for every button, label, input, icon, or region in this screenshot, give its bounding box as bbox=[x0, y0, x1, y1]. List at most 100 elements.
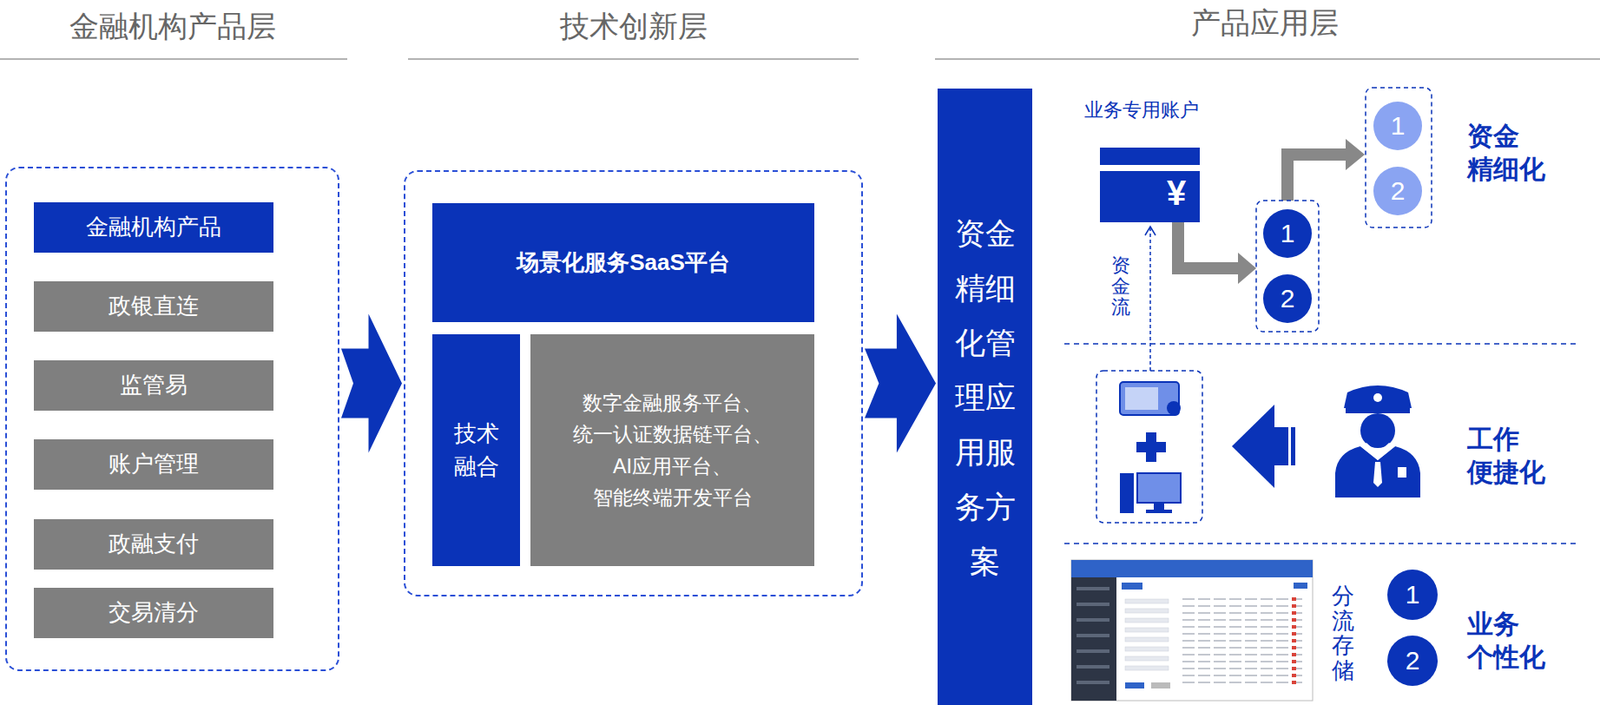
screenshot-field bbox=[1125, 637, 1169, 642]
screenshot-field bbox=[1125, 665, 1169, 671]
callout-number: 2 bbox=[1373, 166, 1423, 216]
screenshot-cell bbox=[1291, 604, 1297, 608]
benefit-label: 工作 便捷化 bbox=[1467, 422, 1572, 488]
screenshot-field bbox=[1125, 599, 1169, 604]
flow-label: 资金流 bbox=[1111, 255, 1131, 319]
platform-box: 场景化服务SaaS平台 bbox=[432, 203, 815, 323]
screenshot-row bbox=[1182, 639, 1303, 642]
arrow-head bbox=[1345, 138, 1365, 171]
row-separator bbox=[1064, 342, 1576, 345]
layer-heading: 技术创新层 bbox=[405, 6, 862, 47]
screenshot-cell bbox=[1291, 618, 1297, 622]
callout-number: 2 bbox=[1387, 635, 1438, 686]
screenshot-row bbox=[1076, 618, 1110, 622]
screenshot-row bbox=[1182, 605, 1303, 607]
screenshot-row bbox=[1076, 586, 1110, 591]
plus-symbol bbox=[1136, 441, 1166, 453]
screenshot-bar bbox=[1071, 559, 1313, 578]
police-icon bbox=[1360, 413, 1396, 448]
screenshot-row bbox=[1182, 674, 1303, 677]
node-text: 金融机构产品 bbox=[85, 213, 222, 241]
id-card-icon bbox=[1125, 387, 1159, 410]
computer-icon bbox=[1153, 502, 1165, 510]
group-outline bbox=[1096, 370, 1203, 523]
column-heading: 产品应用层 bbox=[1128, 3, 1402, 44]
police-icon bbox=[1373, 461, 1383, 488]
screenshot-row bbox=[1182, 625, 1303, 628]
screenshot bbox=[1071, 559, 1313, 701]
group-outline bbox=[1256, 200, 1319, 332]
layer-heading: 金融机构产品层 bbox=[6, 6, 338, 47]
node-text: 1 bbox=[1280, 217, 1296, 250]
screenshot-cell bbox=[1291, 659, 1297, 664]
police-icon bbox=[1345, 408, 1410, 414]
computer-icon bbox=[1137, 473, 1181, 503]
screenshot-row bbox=[1076, 649, 1110, 653]
screenshot-cell bbox=[1291, 597, 1297, 601]
header-rule bbox=[0, 58, 348, 60]
screenshot-cell bbox=[1291, 611, 1297, 615]
flow-chevron bbox=[864, 314, 936, 454]
node-text: 数字金融服务平台、 统一认证数据链平台、 AI应用平台、 智能终端开发平台 bbox=[530, 387, 815, 514]
header-rule bbox=[934, 58, 1600, 60]
big-arrow bbox=[1290, 427, 1296, 466]
police-icon bbox=[1397, 467, 1407, 478]
benefit-label: 业务 个性化 bbox=[1467, 607, 1572, 673]
layer-panel: 技术创新层场景化服务SaaS平台技术 融合数字金融服务平台、 统一认证数据链平台… bbox=[403, 170, 863, 597]
benefit-label: 资金 精细化 bbox=[1467, 119, 1572, 185]
screenshot-field bbox=[1125, 646, 1169, 652]
solution-band: 资金精细化管理应用服务方案 bbox=[937, 88, 1033, 705]
node-text: 场景化服务SaaS平台 bbox=[516, 249, 731, 277]
callout-number: 1 bbox=[1387, 569, 1438, 620]
screenshot-cell bbox=[1291, 680, 1297, 685]
flow-arrow bbox=[1287, 154, 1348, 201]
account-label: 业务专用账户 bbox=[1084, 97, 1199, 124]
screenshot-cell bbox=[1291, 666, 1297, 671]
big-arrow bbox=[1274, 427, 1289, 466]
screenshot-button bbox=[1121, 582, 1143, 590]
screenshot-cell bbox=[1291, 638, 1297, 643]
currency-sign: ¥ bbox=[1154, 173, 1199, 213]
node-text: 政融支付 bbox=[108, 530, 199, 558]
node-text: 资金精细化管理应用服务方案 bbox=[954, 205, 1016, 589]
screenshot-button bbox=[1293, 582, 1308, 589]
product-box: 交易清分 bbox=[33, 587, 274, 639]
screenshot-row bbox=[1182, 612, 1303, 614]
product-box: 账户管理 bbox=[33, 439, 274, 490]
screenshot-cell bbox=[1291, 652, 1297, 657]
screenshot-row bbox=[1182, 618, 1303, 621]
product-box: 政融支付 bbox=[33, 519, 274, 570]
screenshot-row bbox=[1076, 680, 1110, 685]
id-card-icon bbox=[1166, 401, 1181, 415]
callout-number: 1 bbox=[1263, 209, 1312, 258]
screenshot-row bbox=[1182, 632, 1303, 635]
product-box: 监管易 bbox=[33, 360, 274, 411]
screenshot-row bbox=[1076, 665, 1110, 669]
screenshot-row bbox=[1182, 646, 1303, 649]
group-outline bbox=[1365, 87, 1432, 228]
callout-number: 2 bbox=[1263, 274, 1312, 323]
screenshot-row bbox=[1076, 633, 1110, 638]
layer-panel: 金融机构产品层金融机构产品政银直连监管易账户管理政融支付交易清分 bbox=[5, 166, 340, 672]
computer-icon bbox=[1145, 509, 1173, 514]
arrow-head bbox=[1145, 226, 1156, 236]
screenshot-cell bbox=[1291, 632, 1297, 636]
police-icon bbox=[1360, 442, 1396, 461]
screenshot-field bbox=[1125, 608, 1169, 613]
node-text: 2 bbox=[1390, 175, 1406, 207]
screenshot-row bbox=[1182, 667, 1303, 670]
platform-box: 技术 融合 bbox=[432, 334, 521, 567]
node-text: 1 bbox=[1390, 110, 1406, 142]
screenshot-row bbox=[1182, 598, 1303, 600]
node-text: 2 bbox=[1280, 283, 1296, 315]
screenshot-field bbox=[1125, 627, 1169, 633]
screenshot-row bbox=[1182, 653, 1303, 656]
police-icon bbox=[1373, 393, 1383, 402]
police-icon bbox=[1343, 385, 1412, 409]
screenshot-row bbox=[1076, 602, 1110, 606]
header-rule bbox=[408, 58, 859, 60]
card-stripe bbox=[1099, 147, 1200, 165]
node-text: 政银直连 bbox=[108, 292, 199, 320]
node-text: 2 bbox=[1405, 645, 1421, 677]
row-separator bbox=[1064, 542, 1576, 545]
